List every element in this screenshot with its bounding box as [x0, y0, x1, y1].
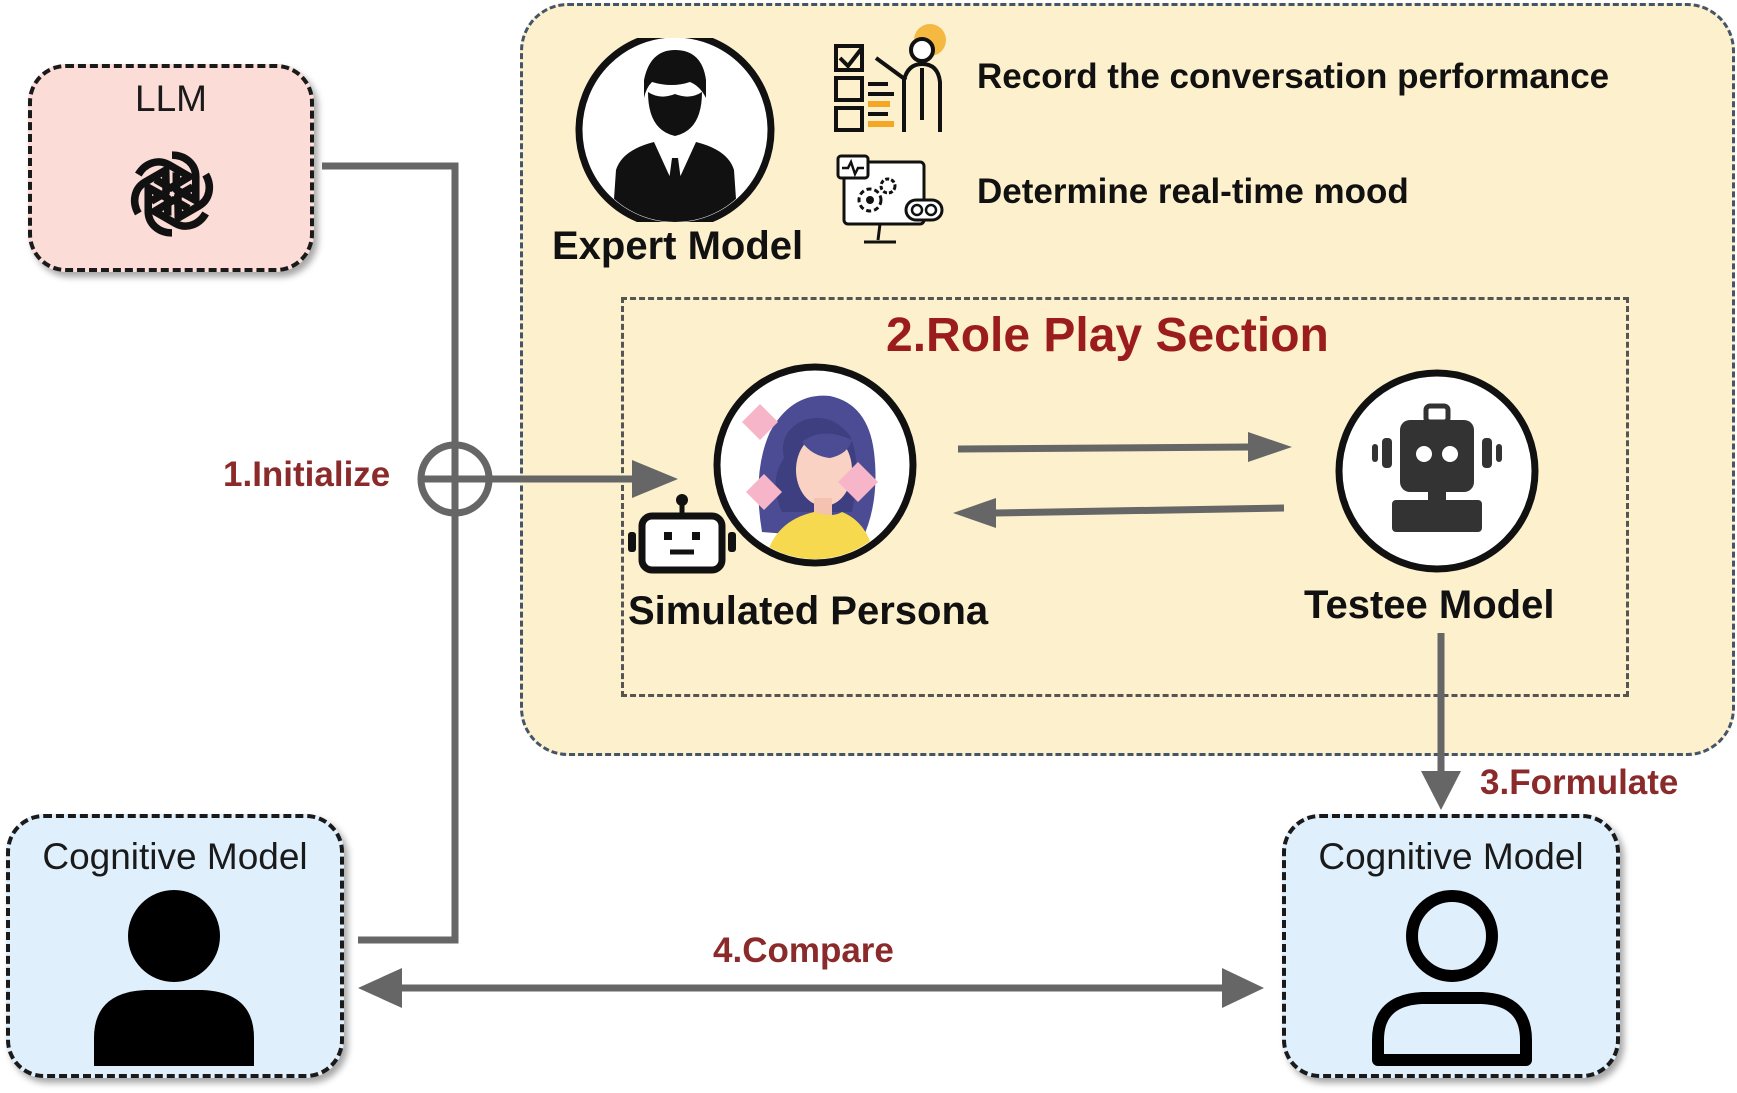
simulated-persona-avatar-icon [713, 363, 917, 567]
initialize-arrowhead [632, 460, 678, 498]
llm-label: LLM [135, 78, 207, 119]
cognitive-model-left-label: Cognitive Model [42, 836, 308, 877]
expert-avatar-icon [575, 38, 775, 222]
monitor-gears-icon [836, 154, 944, 244]
role-play-section [621, 297, 1629, 697]
compare-arrowhead-right [1222, 968, 1264, 1008]
cognitive-model-right-box [1282, 814, 1620, 1078]
expert-task-mood: Determine real-time mood [977, 172, 1409, 211]
testee-to-persona-arrowhead [953, 498, 996, 528]
step-formulate-label: 3.Formulate [1480, 763, 1679, 802]
user-outline-icon [1372, 890, 1532, 1066]
persona-robot-icon [628, 494, 736, 574]
llm-connector-line [322, 162, 459, 944]
checklist-presenter-icon [834, 24, 946, 132]
formulate-arrowhead [1421, 771, 1461, 810]
step-compare-label: 4.Compare [713, 931, 894, 970]
testee-robot-avatar-icon [1335, 369, 1539, 573]
expert-model-label: Expert Model [552, 224, 804, 268]
user-filled-icon [94, 890, 254, 1066]
compare-arrowhead-left [358, 968, 402, 1008]
testee-to-persona-arrow [994, 504, 1285, 517]
cognitive-model-right-label: Cognitive Model [1318, 836, 1584, 877]
role-play-title: 2.Role Play Section [886, 309, 1329, 362]
simulated-persona-label: Simulated Persona [628, 589, 989, 633]
testee-model-label: Testee Model [1304, 583, 1555, 627]
persona-to-testee-arrow [957, 443, 1251, 453]
openai-logo-icon [118, 140, 226, 248]
expert-task-record: Record the conversation performance [977, 57, 1610, 96]
persona-to-testee-arrowhead [1248, 432, 1292, 462]
step-initialize-label: 1.Initialize [223, 455, 391, 494]
